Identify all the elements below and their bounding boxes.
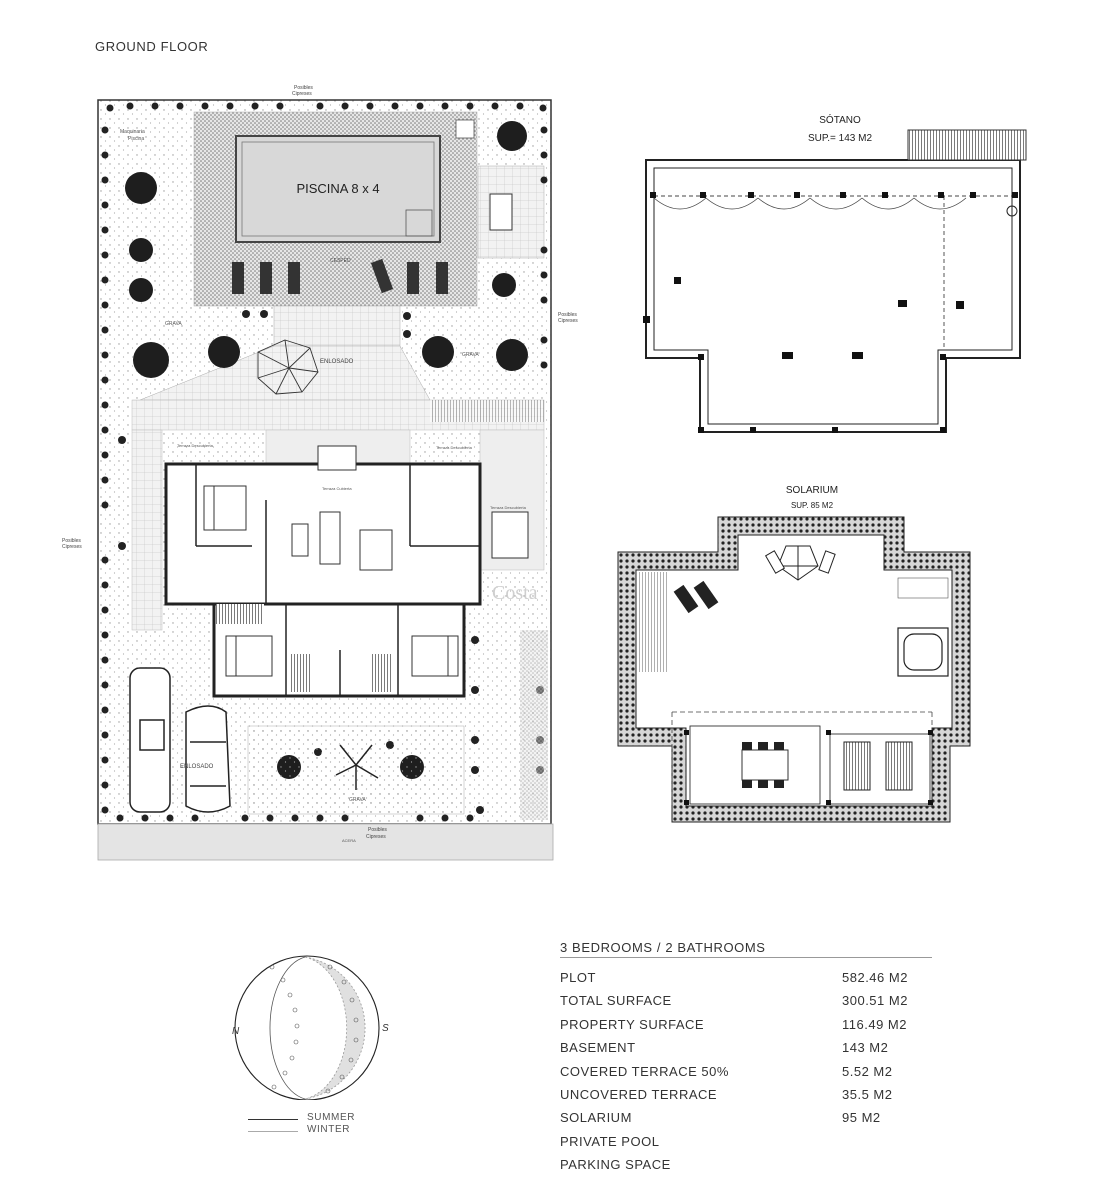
basement-title: SÓTANO xyxy=(819,115,861,126)
svg-text:Terraza Descubierta: Terraza Descubierta xyxy=(177,443,214,448)
basement-plan xyxy=(643,129,1027,433)
pool-label: PISCINA 8 x 4 xyxy=(296,181,379,196)
sidewalk xyxy=(97,823,554,861)
svg-text:Posibles: Posibles xyxy=(62,538,81,544)
svg-text:CESPED: CESPED xyxy=(330,258,351,264)
bedrooms-bathrooms-heading: 3 BEDROOMS / 2 BATHROOMS xyxy=(560,940,766,955)
trees xyxy=(125,121,528,779)
street-label: ACERA xyxy=(342,838,356,843)
spec-row-covered-terrace: COVERED TERRACE 50%5.52 M2 xyxy=(560,1064,893,1079)
svg-text:Terraza Descubierta: Terraza Descubierta xyxy=(490,505,527,510)
svg-text:GRAVA: GRAVA xyxy=(349,797,366,803)
svg-text:ENLOSADO: ENLOSADO xyxy=(180,764,214,770)
svg-text:Maquinaria: Maquinaria xyxy=(120,129,145,135)
legend-winter: WINTER xyxy=(307,1124,351,1135)
basement-surface: SUP.= 143 M2 xyxy=(807,133,873,144)
legend-summer-line xyxy=(248,1119,298,1120)
sun-loungers xyxy=(232,258,448,294)
spec-row-parking-space: PARKING SPACE xyxy=(560,1157,671,1172)
ground-floor-plan: ACERA PISCINA 8 x 4 CESPED ENLOSADO xyxy=(62,85,578,861)
north-label: N xyxy=(232,1026,240,1037)
svg-text:Cipreses: Cipreses xyxy=(366,834,386,840)
south-label: S xyxy=(382,1023,389,1034)
svg-text:Posibles: Posibles xyxy=(558,312,577,318)
solarium-plan xyxy=(617,516,971,823)
sun-path-diagram: N S xyxy=(232,955,389,1100)
legend-winter-line xyxy=(248,1131,298,1132)
svg-text:GRAVA: GRAVA xyxy=(462,352,479,358)
svg-text:Posibles: Posibles xyxy=(294,85,313,91)
svg-text:Cipreses: Cipreses xyxy=(62,544,82,550)
svg-text:ENLOSADO: ENLOSADO xyxy=(320,359,354,365)
legend-summer: SUMMER xyxy=(307,1112,356,1123)
svg-text:Terraza Cubierta: Terraza Cubierta xyxy=(322,486,352,491)
solarium-surface: SUP. 85 M2 xyxy=(790,501,834,510)
parasol xyxy=(257,339,319,395)
svg-text:GRAVA: GRAVA xyxy=(165,321,182,327)
paving-strip xyxy=(273,305,401,347)
svg-text:Terraza Descubierta: Terraza Descubierta xyxy=(436,445,473,450)
spec-row-private-pool: PRIVATE POOL xyxy=(560,1134,660,1149)
watermark: Costa xyxy=(492,582,538,604)
svg-text:Cipreses: Cipreses xyxy=(292,91,312,97)
svg-text:Cipreses: Cipreses xyxy=(558,318,578,324)
svg-text:Piscina: Piscina xyxy=(128,136,144,142)
vehicles xyxy=(129,667,231,813)
spec-divider xyxy=(560,957,932,958)
solarium-title: SOLARIUM xyxy=(785,485,839,496)
svg-text:Posibles: Posibles xyxy=(368,827,387,833)
ground-floor-title: GROUND FLOOR xyxy=(95,39,209,54)
